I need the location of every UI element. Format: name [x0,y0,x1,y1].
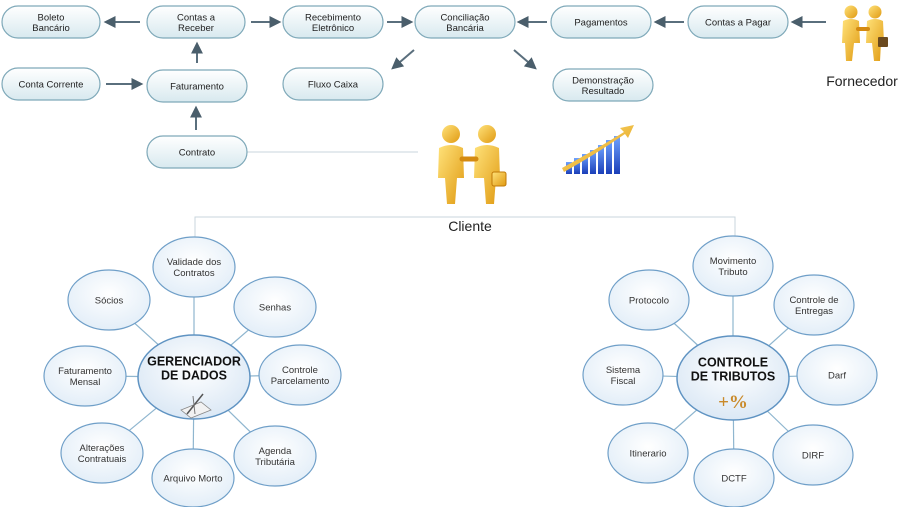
wheel-hub-title: DE TRIBUTOS [691,370,776,384]
wheel-node-label: Contratos [173,268,214,279]
wheel-node-arquivo-morto: Arquivo Morto [151,448,235,507]
flow-node-label: Fluxo Caixa [308,80,359,91]
flow-arrows [103,16,826,130]
wheel-node-label: Darf [828,371,846,382]
flow-node-fluxo-caixa: Fluxo Caixa [282,67,384,101]
wheel-node-socios: Sócios [67,269,151,331]
wheel-node-label: Arquivo Morto [163,474,222,485]
flow-node-label: Contrato [179,148,215,159]
flow-node-label: Eletrônico [312,23,354,34]
flow-node-label: Faturamento [170,82,224,93]
wheel-node-dctf: DCTF [693,448,775,507]
wheel-node-label: Controle de [789,295,838,306]
fornecedor-label: Fornecedor [826,73,898,89]
wheel-hub-title: DE DADOS [161,369,227,383]
wheel-node-label: Sistema [606,365,641,376]
wheel-node-label: Contratuais [78,454,127,465]
wheel-node-label: Mensal [70,377,101,388]
flow-node-label: Conciliação [440,12,489,23]
flow-node-conta-corrente: Conta Corrente [1,67,101,101]
flow-node-label: Resultado [582,86,625,97]
wheel-node-label: Validade dos [167,257,221,268]
wheel-node-itinerario: Itinerario [607,422,689,484]
flow-node-contas-pagar: Contas a Pagar [687,5,789,39]
growth-chart-icon [562,125,634,174]
flow-arrow [513,49,537,70]
flow-arrow [391,49,415,70]
wheel-node-label: Itinerario [630,449,667,460]
wheel-node-dirf: DIRF [772,424,854,486]
flow-node-label: Boleto [38,12,65,23]
wheel-node-label: Fiscal [611,376,636,387]
flow-node-label: Receber [178,23,214,34]
flow-node-label: Demonstração [572,75,634,86]
pen-document-icon [180,393,212,419]
wheel-node-label: Controle [282,365,318,376]
flow-node-label: Recebimento [305,12,361,23]
cliente-handshake-icon [438,125,507,204]
cliente-label: Cliente [448,218,492,234]
wheel-node-label: Tributária [255,457,295,468]
flow-node-faturamento: Faturamento [146,69,248,103]
wheel-hub-title: GERENCIADOR [147,355,241,369]
flow-node-label: Bancária [446,23,484,34]
gerenciador-de-dados-wheel: Validade dosContratosSenhasControleParce… [43,236,342,507]
flow-node-pagamentos: Pagamentos [550,5,652,39]
fornecedor-handshake-icon [842,5,888,61]
wheel-node-protocolo: Protocolo [608,269,690,331]
wheel-node-label: Parcelamento [271,376,330,387]
wheel-node-label: Agenda [259,446,292,457]
flow-node-contrato: Contrato [146,135,248,169]
wheel-node-label: Alterações [80,443,125,454]
percent-symbol-icon: +% [718,392,748,413]
wheel-node-darf: Darf [796,344,878,406]
flow-node-label: Conta Corrente [19,80,84,91]
wheel-node-label: Tributo [718,267,747,278]
wheel-node-label: Faturamento [58,366,112,377]
wheel-hub-title: CONTROLE [698,356,768,370]
wheel-node-label: Protocolo [629,296,669,307]
connector-lines [194,151,736,240]
wheel-node-label: Movimento [710,256,756,267]
flow-node-label: Contas a Pagar [705,18,771,29]
wheel-node-label: DCTF [721,474,747,485]
flow-node-label: Contas a [177,12,216,23]
flow-node-label: Pagamentos [574,18,628,29]
wheel-node-label: Senhas [259,303,291,314]
wheel-node-label: Entregas [795,306,833,317]
wheel-node-label: Sócios [95,296,124,307]
flow-node-label: Bancário [32,23,70,34]
wheel-node-senhas: Senhas [233,276,317,338]
wheel-node-label: DIRF [802,451,824,462]
